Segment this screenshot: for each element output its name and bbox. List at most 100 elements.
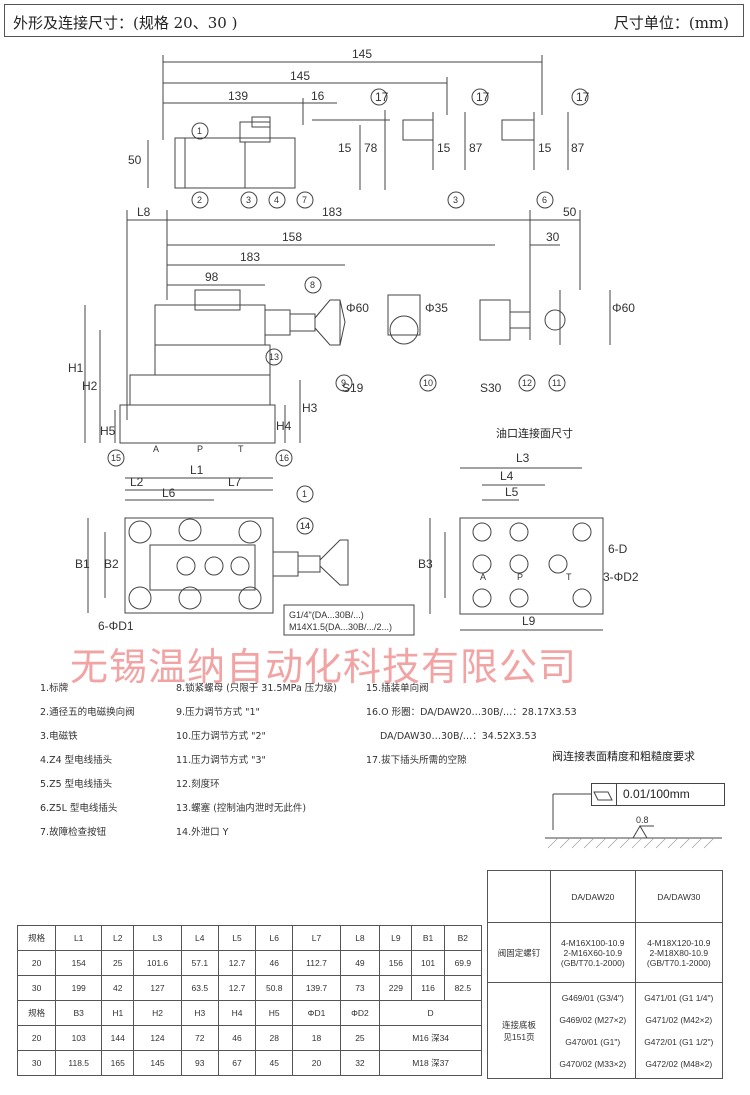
- table-cell: 69.9: [443, 950, 483, 976]
- legend-item: 17.拔下插头所需的空隙: [366, 755, 467, 766]
- dim-label: H4: [276, 419, 292, 433]
- table-header: L5: [217, 925, 257, 951]
- cell-line: (GB/T70.1-2000): [560, 957, 625, 968]
- cell-line: 4-M18X120-10.9: [647, 937, 711, 948]
- table-cell: 50.8: [255, 975, 294, 1001]
- dim-label: H3: [302, 401, 318, 415]
- table-header: L3: [133, 925, 182, 951]
- dim-label: 87: [571, 141, 585, 155]
- table-cell: 145: [133, 1050, 182, 1076]
- dim-label: B1: [75, 557, 90, 571]
- table-header: 规格: [16, 925, 57, 951]
- table-header: L8: [339, 925, 381, 951]
- dim-label: Φ60: [612, 301, 635, 315]
- callout-number: 2: [197, 195, 202, 205]
- table-cell: 57.1: [180, 950, 219, 976]
- table-cell: 93: [180, 1050, 219, 1076]
- table-cell: 63.5: [180, 975, 219, 1001]
- callout-number: 12: [522, 378, 532, 388]
- dim-label: 183: [240, 250, 260, 264]
- dim-label: 50: [128, 153, 142, 167]
- legend-item: 5.Z5 型电线插头: [40, 779, 113, 790]
- dim-label: L8: [137, 205, 151, 219]
- dim-label: Φ35: [425, 301, 448, 315]
- table-header: DA/DAW20: [550, 870, 636, 923]
- cell-line: 见151页: [503, 1031, 535, 1042]
- flatness-value: 0.01/100mm: [623, 787, 690, 801]
- table-header: L2: [101, 925, 135, 951]
- port-letter: A: [480, 572, 486, 582]
- cell-line: G470/01 (G1"): [565, 1036, 621, 1047]
- table-cell: 112.7: [292, 950, 341, 976]
- table-header: DA/DAW30: [634, 870, 724, 923]
- table-header: L9: [379, 925, 413, 951]
- table-header: 规格: [16, 1000, 57, 1026]
- port-face-title: 油口连接面尺寸: [496, 427, 573, 440]
- table-cell: 12.7: [217, 975, 257, 1001]
- table-header: B1: [411, 925, 445, 951]
- legend-item: 7.故障检查按钮: [40, 827, 107, 838]
- table-cell: 103: [55, 1025, 103, 1051]
- table-header: B3: [55, 1000, 103, 1026]
- dim-label: L7: [228, 475, 242, 489]
- dim-label: S30: [480, 381, 502, 395]
- dim-label: L4: [500, 469, 514, 483]
- dim-label: 15: [338, 141, 352, 155]
- table-cell: 144: [101, 1025, 135, 1051]
- dim-label: L3: [516, 451, 530, 465]
- dim-label: 98: [205, 270, 219, 284]
- dim-label: L1: [190, 463, 204, 477]
- page-title: 外形及连接尺寸：(规格 20、30 ): [13, 14, 238, 32]
- page-header: 外形及连接尺寸：(规格 20、30 ) 尺寸单位：(mm): [4, 4, 744, 37]
- legend-item: 13.螺塞 (控制油内泄时无此件): [176, 803, 307, 814]
- table-cell: 30: [16, 975, 57, 1001]
- table-cell: M16 深34: [379, 1025, 482, 1051]
- callout-number: 7: [302, 195, 307, 205]
- dim-label: 87: [469, 141, 483, 155]
- table-cell: 156: [379, 950, 413, 976]
- dim-label: L6: [162, 486, 176, 500]
- cell-line: 2-M16X60-10.9: [563, 947, 623, 958]
- dim-label: B2: [104, 557, 119, 571]
- port-letter: T: [566, 572, 572, 582]
- table-cell: 46: [217, 1025, 257, 1051]
- dim-label: 78: [364, 141, 378, 155]
- callout-number: 10: [423, 378, 433, 388]
- table-cell: G469/01 (G3/4") G469/02 (M27×2) G470/01 …: [550, 982, 636, 1079]
- callout-number: 13: [269, 352, 279, 362]
- table-cell: 124: [133, 1025, 182, 1051]
- cell-line: 4-M16X100-10.9: [561, 937, 625, 948]
- cell-line: G471/01 (G1 1/4"): [644, 992, 714, 1003]
- accuracy-title: 阀连接表面精度和粗糙度要求: [552, 750, 695, 763]
- table-cell: 67: [217, 1050, 257, 1076]
- table-cell: 45: [255, 1050, 294, 1076]
- dim-label: S19: [342, 381, 364, 395]
- callout-number: 8: [310, 280, 315, 290]
- legend-item: 12.刻度环: [176, 779, 220, 790]
- table-header: L1: [55, 925, 103, 951]
- legend-item: DA/DAW30…30B/…：34.52X3.53: [380, 731, 537, 742]
- callout-number: 11: [552, 378, 561, 388]
- table-cell: 229: [379, 975, 413, 1001]
- dim-label: Φ60: [346, 301, 369, 315]
- table-header: H1: [101, 1000, 135, 1026]
- table-header: B2: [443, 925, 483, 951]
- table-cell: 101: [411, 950, 445, 976]
- bolt-table: DA/DAW20 DA/DAW30 阀固定螺钉 4-M16X100-10.9 2…: [487, 870, 724, 1079]
- dim-label: 30: [546, 230, 560, 244]
- table-cell: 116: [411, 975, 445, 1001]
- legend-col-1: 1.标牌 2.通径五的电磁换向阀 3.电磁铁 4.Z4 型电线插头 5.Z5 型…: [40, 683, 135, 851]
- port-letter: T: [238, 444, 244, 454]
- company-watermark: 无锡温纳自动化科技有限公司: [70, 645, 578, 689]
- dim-label: 145: [352, 47, 372, 61]
- table-header: H3: [180, 1000, 219, 1026]
- cell-line: G470/02 (M33×2): [559, 1058, 627, 1069]
- legend-item: 1.标牌: [40, 683, 69, 694]
- callout-number: 14: [300, 521, 310, 531]
- table-cell: 20: [292, 1050, 341, 1076]
- cell-line: G471/02 (M42×2): [645, 1014, 713, 1025]
- dim-label: 17: [476, 90, 490, 104]
- dim-label: 50: [563, 205, 577, 219]
- dim-label: 6-ΦD1: [98, 619, 134, 633]
- legend-item: 11.压力调节方式 "3": [176, 755, 266, 766]
